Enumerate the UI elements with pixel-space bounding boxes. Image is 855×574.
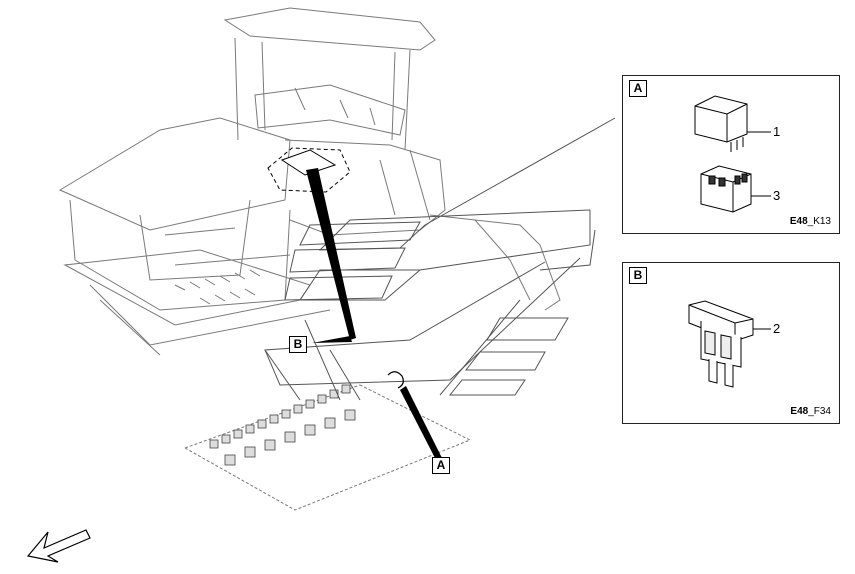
part-number-2: 2 bbox=[773, 321, 781, 336]
part-number-1: 1 bbox=[773, 124, 781, 139]
projection-lines bbox=[264, 117, 616, 401]
leader-to-a bbox=[400, 386, 442, 460]
callout-a-marker: A bbox=[432, 457, 450, 474]
part-number-3: 3 bbox=[773, 188, 781, 203]
panel-b-tag: B bbox=[629, 267, 647, 284]
fuse-box-highlight bbox=[267, 147, 351, 193]
panel-a-tag: A bbox=[629, 80, 647, 97]
relay-icon bbox=[694, 95, 771, 213]
leader-to-b bbox=[306, 168, 356, 340]
callout-b-marker: B bbox=[289, 336, 307, 353]
fuse-board bbox=[209, 384, 356, 466]
detail-panel-b: B 2 E48_F34 bbox=[622, 262, 840, 424]
leader-b-arrow bbox=[312, 336, 352, 343]
blade-fuse-icon bbox=[688, 300, 771, 388]
panel-b-code: E48_F34 bbox=[790, 406, 831, 417]
panel-a-code: E48_K13 bbox=[789, 216, 831, 227]
detail-panel-a: A 1 3 E48_K13 bbox=[622, 75, 840, 234]
direction-arrow-icon bbox=[26, 529, 91, 563]
relay-socket-icon bbox=[700, 165, 771, 213]
